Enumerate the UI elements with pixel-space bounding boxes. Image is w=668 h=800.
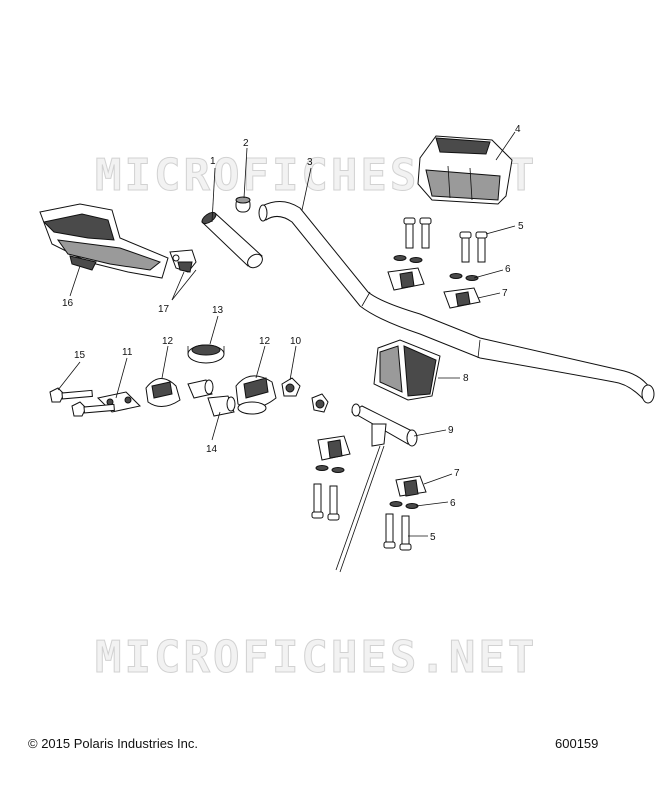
upper-clamp-right[interactable] bbox=[443, 287, 481, 309]
upper-lock-washers[interactable] bbox=[393, 255, 479, 281]
callout-9[interactable]: 9 bbox=[448, 425, 454, 436]
lower-bolts-right[interactable] bbox=[383, 513, 412, 551]
upper-bolts-left[interactable] bbox=[403, 217, 432, 249]
diagram-id: 600159 bbox=[555, 736, 599, 751]
lower-clamp-left[interactable] bbox=[317, 435, 351, 461]
watermark-bottom: MICROFICHES.NET bbox=[95, 632, 537, 683]
handguard-part[interactable] bbox=[39, 203, 169, 279]
grip-part[interactable] bbox=[200, 210, 265, 270]
callout-1[interactable]: 1 bbox=[210, 156, 216, 167]
lower-lock-washers[interactable] bbox=[315, 465, 419, 509]
spacer-upper[interactable] bbox=[187, 379, 214, 399]
bar-clamp-left[interactable] bbox=[145, 378, 181, 407]
callout-16[interactable]: 16 bbox=[62, 298, 74, 309]
spacer-lower[interactable] bbox=[207, 395, 236, 417]
callout-12-left[interactable]: 12 bbox=[162, 336, 174, 347]
riser-block-part[interactable] bbox=[373, 339, 441, 401]
callout-11[interactable]: 11 bbox=[122, 347, 133, 358]
callout-14[interactable]: 14 bbox=[206, 444, 218, 455]
callout-7-upper[interactable]: 7 bbox=[502, 288, 508, 299]
callout-17[interactable]: 17 bbox=[158, 304, 170, 315]
leader-lines bbox=[57, 131, 516, 537]
callout-12-right[interactable]: 12 bbox=[259, 336, 271, 347]
bar-clamp-right[interactable] bbox=[235, 375, 277, 415]
callout-13[interactable]: 13 bbox=[212, 305, 224, 316]
lower-bolts-left[interactable] bbox=[311, 483, 340, 521]
callout-6-lower[interactable]: 6 bbox=[450, 498, 456, 509]
callout-2[interactable]: 2 bbox=[243, 138, 249, 149]
mount-tube-part[interactable] bbox=[335, 403, 418, 573]
copyright-text: © 2015 Polaris Industries Inc. bbox=[28, 736, 198, 751]
callout-7-lower[interactable]: 7 bbox=[454, 468, 460, 479]
callout-8[interactable]: 8 bbox=[463, 373, 469, 384]
clamp-bolts[interactable] bbox=[49, 387, 115, 417]
nut-part[interactable] bbox=[281, 377, 329, 413]
handguard-bracket-part[interactable] bbox=[169, 249, 197, 273]
callout-5-upper[interactable]: 5 bbox=[518, 221, 524, 232]
callout-10[interactable]: 10 bbox=[290, 336, 302, 347]
upper-bolts-right[interactable] bbox=[459, 231, 488, 263]
callout-6-upper[interactable]: 6 bbox=[505, 264, 511, 275]
callout-15[interactable]: 15 bbox=[74, 350, 86, 361]
upper-clamp-left[interactable] bbox=[387, 267, 425, 291]
callout-3[interactable]: 3 bbox=[307, 157, 313, 168]
callout-4[interactable]: 4 bbox=[515, 124, 521, 135]
callout-5-lower[interactable]: 5 bbox=[430, 532, 436, 543]
handlebar-part[interactable] bbox=[258, 201, 655, 404]
lower-clamp-right[interactable] bbox=[395, 475, 427, 497]
end-cap-part[interactable] bbox=[235, 196, 251, 213]
ring-part[interactable] bbox=[187, 344, 225, 364]
handlebar-cover-part[interactable] bbox=[417, 135, 513, 205]
